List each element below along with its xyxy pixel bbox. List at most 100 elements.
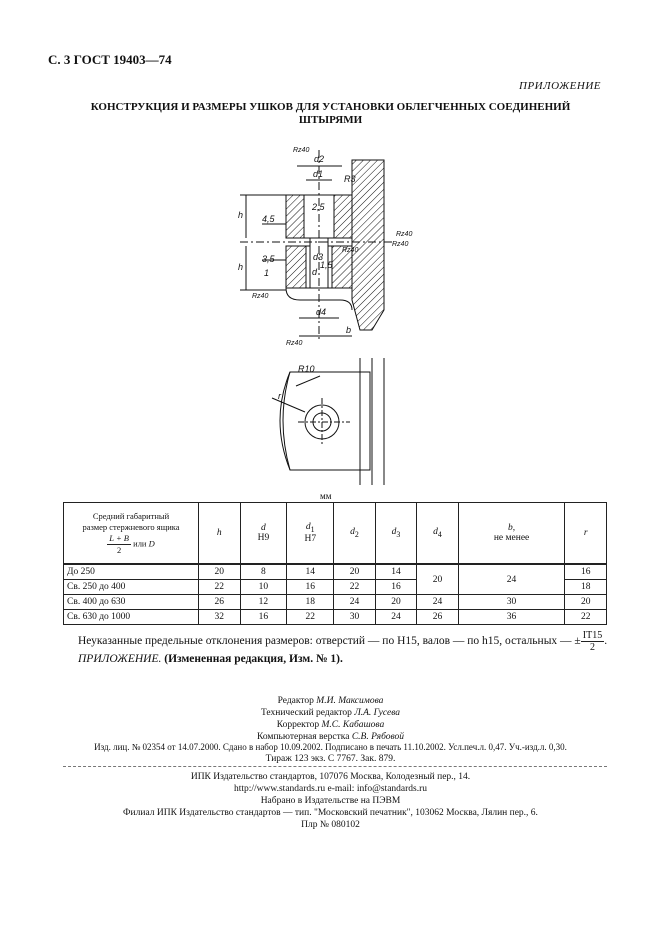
cell-d3: 24 (374, 609, 418, 625)
cell-d4: 20 (416, 563, 459, 595)
imprint-line-3: ИПК Издательство стандартов, 107076 Моск… (190, 772, 471, 782)
label-h-bottom: h (238, 262, 243, 272)
cell-d: 8 (239, 563, 288, 580)
header-size-tail: или (131, 537, 149, 548)
cell-size: Св. 630 до 1000 (63, 609, 199, 625)
header-size: Средний габаритный размер стержневого ящ… (63, 502, 199, 565)
header-d3: d3 (374, 502, 418, 565)
cell-d1: 14 (286, 563, 335, 580)
label-rz40-5: Rz40 (252, 293, 268, 300)
cell-d2: 30 (333, 609, 376, 625)
header-d3-index: 3 (396, 529, 401, 539)
cell-d2: 20 (333, 563, 376, 580)
appendix-reference: ПРИЛОЖЕНИЕ. (78, 653, 162, 665)
cell-r: 22 (564, 609, 607, 625)
label-b: b (346, 325, 351, 335)
cell-h: 32 (198, 609, 241, 625)
table-row: Св. 400 до 630 26 12 18 24 20 24 30 20 (63, 594, 607, 610)
header-d4: d4 (416, 502, 459, 565)
fraction-denominator: 2 (117, 544, 122, 555)
imprint-line-2: Тираж 123 экз. С 7767. Зак. 879. (265, 754, 396, 764)
layout-name: С.В. Рябовой (351, 732, 404, 742)
header-d-fit: H9 (257, 533, 270, 543)
change-note: ПРИЛОЖЕНИЕ. (Измененная редакция, Изм. №… (78, 653, 343, 665)
label-h-top: h (238, 210, 243, 220)
label-1-5: 1,5 (320, 260, 334, 270)
header-h-text: h (216, 528, 222, 538)
title-line-1: КОНСТРУКЦИЯ И РАЗМЕРЫ УШКОВ ДЛЯ УСТАНОВК… (90, 101, 571, 113)
change-note-text: (Измененная редакция, Изм. № 1). (164, 653, 343, 665)
imprint-line-6: Филиал ИПК Издательство стандартов — тип… (123, 808, 538, 818)
fraction-numerator: L + B (107, 532, 132, 545)
label-2-5: 2,5 (311, 202, 326, 212)
cell-d3: 20 (374, 594, 418, 610)
divider (63, 766, 607, 767)
tolerance-denominator: 2 (589, 642, 595, 653)
header-d1-index: 1 (310, 524, 315, 534)
layout-role: Компьютерная верстка (257, 732, 352, 742)
cell-r: 20 (564, 594, 607, 610)
cell-h: 20 (198, 563, 241, 580)
corrector-role: Корректор (276, 720, 322, 730)
cell-d3: 16 (374, 579, 418, 595)
credit-editor: Редактор М.И. Максимова (0, 696, 661, 706)
table-row: Св. 630 до 1000 32 16 22 30 24 26 36 22 (63, 609, 607, 625)
table-header-row: Средний габаритный размер стержневого ящ… (63, 502, 607, 565)
cell-r: 18 (564, 579, 607, 595)
cell-d1: 18 (286, 594, 335, 610)
tolerance-end: . (604, 635, 608, 648)
header-r: r (564, 502, 607, 565)
credit-tech-editor: Технический редактор Л.А. Гусева (0, 708, 661, 718)
cell-r: 16 (564, 563, 607, 580)
cell-b: 24 (457, 563, 566, 595)
label-r3: R3 (344, 174, 356, 184)
header-d1-text: d (305, 522, 311, 533)
header-d4-text: d (433, 527, 438, 538)
cell-d: 10 (239, 579, 288, 595)
cell-d3: 14 (374, 563, 418, 580)
cell-d2: 22 (333, 579, 376, 595)
document-title: КОНСТРУКЦИЯ И РАЗМЕРЫ УШКОВ ДЛЯ УСТАНОВК… (60, 101, 601, 127)
header-b-text: b, (507, 523, 516, 533)
tolerance-numerator: IT15 (580, 630, 605, 642)
label-d2: d2 (314, 154, 324, 164)
header-d3-text: d (391, 527, 397, 538)
cell-b: 36 (457, 609, 566, 625)
label-d3: d3 (313, 252, 323, 262)
cell-d1: 22 (286, 609, 335, 625)
imprint-line-7: Плр № 080102 (301, 820, 360, 830)
tech-editor-name: Л.А. Гусева (354, 708, 401, 718)
cell-d: 16 (239, 609, 288, 625)
cell-size: Св. 400 до 630 (63, 594, 199, 610)
header-b-sub: не менее (493, 533, 530, 543)
cell-d4: 24 (416, 594, 459, 610)
credit-corrector: Корректор М.С. Кабашова (0, 720, 661, 730)
header-size-line2: размер стержневого ящика (82, 521, 180, 532)
cell-size: Св. 250 до 400 (63, 579, 199, 595)
cell-size: До 250 (63, 563, 199, 580)
label-4-5: 4,5 (262, 214, 276, 224)
appendix-label: ПРИЛОЖЕНИЕ (519, 80, 601, 92)
dimensions-table: Средний габаритный размер стержневого ящ… (63, 502, 607, 625)
title-line-2: ШТЫРЯМИ (298, 114, 363, 126)
imprint-line-5: Набрано в Издательстве на ПЭВМ (260, 796, 401, 806)
label-rz40-2: Rz40 (392, 241, 408, 248)
label-rz40-3: Rz40 (396, 231, 412, 238)
header-d1-fit: H7 (304, 533, 317, 544)
header-d2-index: 2 (354, 529, 359, 539)
header-size-line1: Средний габаритный (92, 510, 170, 521)
cell-h: 22 (198, 579, 241, 595)
units-label: мм (320, 491, 332, 501)
editor-name: М.И. Максимова (316, 696, 384, 706)
label-d: d (312, 267, 318, 277)
label-d1: d1 (313, 169, 323, 179)
header-d4-index: 4 (437, 529, 442, 539)
label-1: 1 (264, 268, 269, 278)
page-reference: С. 3 ГОСТ 19403—74 (48, 52, 172, 67)
label-3-5: 3,5 (262, 254, 276, 264)
label-rz40-6: Rz40 (286, 340, 302, 347)
tolerance-text: Неуказанные предельные отклонения размер… (78, 635, 581, 648)
header-d-text: d (261, 523, 266, 533)
